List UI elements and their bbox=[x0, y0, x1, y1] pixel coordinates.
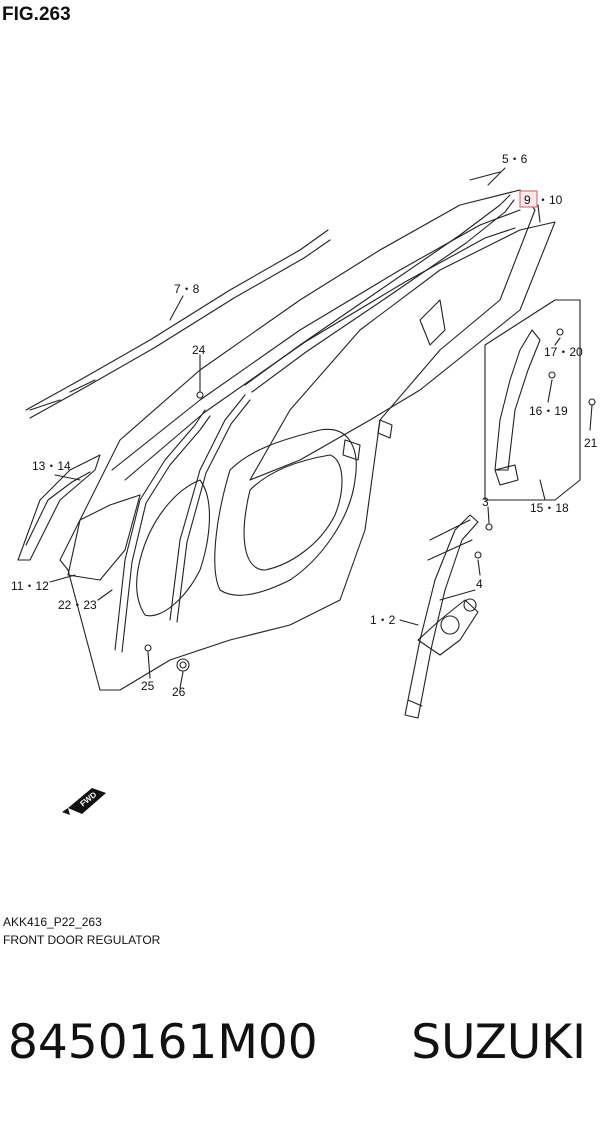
callout-16-19: 16・19 bbox=[529, 404, 568, 418]
rear-guide-channel bbox=[494, 329, 541, 471]
callout-22-23: 22・23 bbox=[58, 598, 97, 612]
rear-guide-box bbox=[484, 299, 581, 501]
window-regulator bbox=[404, 514, 479, 719]
callout-9: 9 bbox=[524, 193, 531, 207]
figure-title: FIG.263 bbox=[2, 4, 71, 25]
part-number: 8450161M00 bbox=[8, 1015, 318, 1070]
callout-25: 25 bbox=[141, 679, 155, 693]
brand-name: SUZUKI bbox=[411, 1015, 586, 1070]
callout-10: ・10 bbox=[537, 193, 563, 207]
callout-26: 26 bbox=[172, 685, 186, 699]
callout-5-6: 5・6 bbox=[502, 152, 528, 166]
caption-description: FRONT DOOR REGULATOR bbox=[3, 933, 161, 947]
caption-code: AKK416_P22_263 bbox=[3, 915, 102, 929]
callout-4: 4 bbox=[476, 577, 483, 591]
callout-17-20: 17・20 bbox=[544, 345, 583, 359]
door-regulator-diagram: FWD 5・6 9 ・10 7・8 24 17・20 16・19 21 13・1… bbox=[11, 152, 598, 815]
callout-24: 24 bbox=[192, 343, 206, 357]
highlight-box bbox=[519, 190, 538, 208]
front-sash bbox=[17, 454, 101, 561]
callout-1-2: 1・2 bbox=[370, 613, 396, 627]
callout-3: 3 bbox=[482, 495, 489, 509]
delta-cover bbox=[67, 494, 141, 581]
belt-moulding bbox=[25, 229, 329, 411]
callout-13-14: 13・14 bbox=[32, 459, 71, 473]
product-line: 8450161M00 SUZUKI bbox=[0, 1015, 600, 1105]
door-glass bbox=[249, 221, 556, 481]
door-panel-outline bbox=[59, 189, 536, 691]
glass-run-rail bbox=[114, 409, 206, 651]
outer-weatherstrip bbox=[244, 194, 511, 386]
callout-11-12: 11・12 bbox=[11, 579, 49, 593]
callout-7-8: 7・8 bbox=[174, 282, 200, 296]
callout-15-18: 15・18 bbox=[530, 501, 569, 515]
fwd-arrow-icon: FWD bbox=[62, 788, 106, 815]
callout-21: 21 bbox=[584, 436, 598, 450]
